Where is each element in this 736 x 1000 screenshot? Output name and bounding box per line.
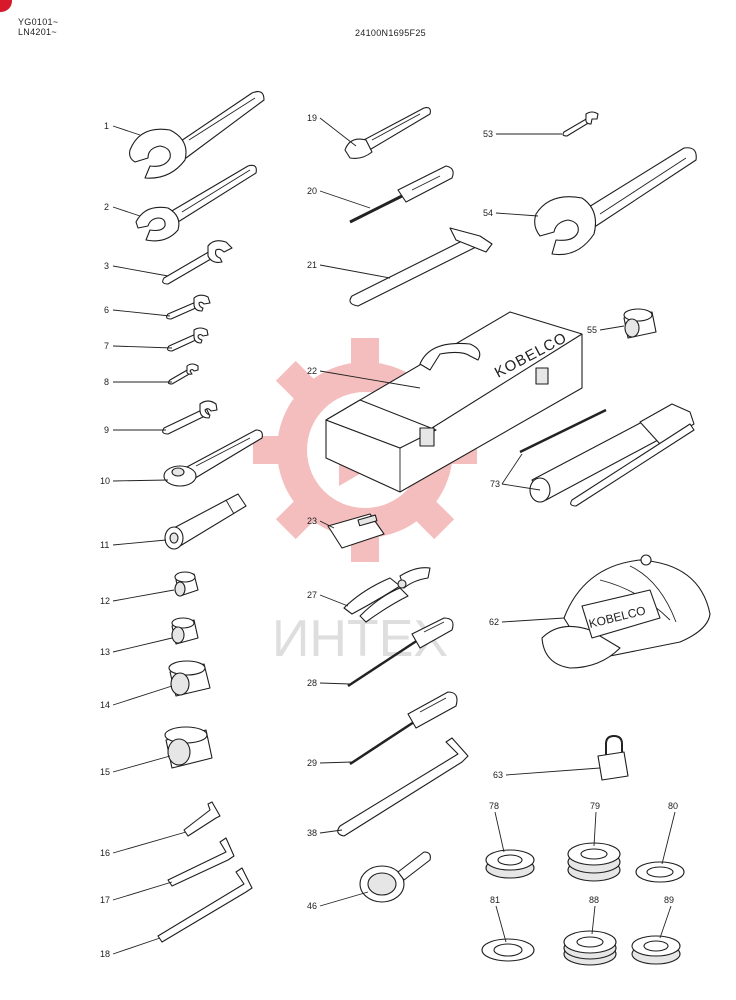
part-53-small-wrench xyxy=(562,111,599,137)
part-15-socket xyxy=(164,726,213,769)
part-13-socket xyxy=(171,617,199,645)
label-part-38: 38 xyxy=(307,828,317,838)
label-part-22: 22 xyxy=(307,366,317,376)
label-part-89: 89 xyxy=(664,895,674,905)
model-range-2: LN4201~ xyxy=(18,27,57,37)
label-part-23: 23 xyxy=(307,516,317,526)
label-part-11: 11 xyxy=(100,540,109,550)
label-part-9: 9 xyxy=(104,425,109,435)
label-part-29: 29 xyxy=(307,758,317,768)
leader-lines xyxy=(112,117,676,955)
part-22-toolbox: KOBELCO xyxy=(325,311,583,493)
label-part-55: 55 xyxy=(587,325,597,335)
label-part-62: 62 xyxy=(489,617,499,627)
label-part-73: 73 xyxy=(490,479,500,489)
label-part-14: 14 xyxy=(100,700,110,710)
part-38-l-bar xyxy=(337,737,469,837)
part-89-shim-stack xyxy=(631,935,681,965)
label-part-16: 16 xyxy=(100,848,110,858)
label-part-46: 46 xyxy=(307,901,317,911)
label-part-27: 27 xyxy=(307,590,317,600)
label-part-6: 6 xyxy=(104,305,109,315)
label-part-13: 13 xyxy=(100,647,110,657)
label-part-63: 63 xyxy=(493,770,503,780)
label-part-81: 81 xyxy=(490,895,500,905)
drawing-number: 24100N1695F25 xyxy=(355,28,426,38)
part-27-pliers xyxy=(343,567,431,623)
label-part-20: 20 xyxy=(307,186,317,196)
part-55-socket xyxy=(623,308,657,339)
part-79-shim-stack xyxy=(567,842,621,882)
part-63-padlock xyxy=(597,734,629,781)
part-2-spanner-wrench xyxy=(135,164,257,242)
part-46-filter-wrench xyxy=(359,851,431,903)
part-88-shim-stack xyxy=(563,930,617,966)
part-3-open-end-wrench xyxy=(162,240,233,285)
part-80-washer xyxy=(635,861,685,883)
part-62-cap: KOBELCO xyxy=(541,554,711,669)
part-28-screwdriver xyxy=(347,617,454,688)
label-part-78: 78 xyxy=(489,801,499,811)
part-number-labels: 1 2 3 6 7 8 9 10 11 12 13 14 15 16 17 18… xyxy=(100,113,678,959)
part-73-grease-gun xyxy=(519,403,695,507)
part-6-open-end-wrench xyxy=(166,294,211,320)
model-range-1: YG0101~ xyxy=(18,17,59,27)
label-part-10: 10 xyxy=(100,476,110,486)
part-12-socket xyxy=(174,571,199,597)
part-7-open-end-wrench xyxy=(167,327,209,352)
label-part-8: 8 xyxy=(104,377,109,387)
label-part-80: 80 xyxy=(668,801,678,811)
part-81-washer xyxy=(481,938,535,962)
label-part-15: 15 xyxy=(100,767,110,777)
part-78-shim xyxy=(485,849,535,879)
part-17-hex-key xyxy=(167,837,235,887)
label-part-53: 53 xyxy=(483,129,493,139)
part-23-plate xyxy=(327,513,385,549)
label-part-3: 3 xyxy=(104,261,109,271)
label-part-2: 2 xyxy=(104,202,109,212)
label-part-1: 1 xyxy=(104,121,109,131)
label-part-18: 18 xyxy=(100,949,110,959)
label-part-88: 88 xyxy=(589,895,599,905)
label-part-79: 79 xyxy=(590,801,600,811)
part-18-hex-key xyxy=(157,867,253,943)
part-21-t-handle-bar xyxy=(349,227,493,307)
label-part-21: 21 xyxy=(307,260,317,270)
part-20-screwdriver xyxy=(349,165,454,224)
part-10-ratchet-handle xyxy=(163,429,263,487)
part-29-screwdriver xyxy=(349,691,458,766)
part-11-extension-bar xyxy=(164,493,247,550)
label-part-17: 17 xyxy=(100,895,110,905)
part-19-adjustable-wrench xyxy=(344,107,431,159)
part-9-open-end-wrench xyxy=(162,400,218,435)
label-part-19: 19 xyxy=(307,113,317,123)
part-14-socket xyxy=(168,660,211,697)
label-part-28: 28 xyxy=(307,678,317,688)
part-8-open-end-wrench xyxy=(167,363,199,385)
part-16-hex-key xyxy=(183,801,221,837)
label-part-7: 7 xyxy=(104,341,109,351)
label-part-54: 54 xyxy=(483,208,493,218)
part-54-large-spanner xyxy=(534,147,697,256)
label-part-12: 12 xyxy=(100,596,110,606)
part-1-spanner-wrench xyxy=(129,91,265,179)
